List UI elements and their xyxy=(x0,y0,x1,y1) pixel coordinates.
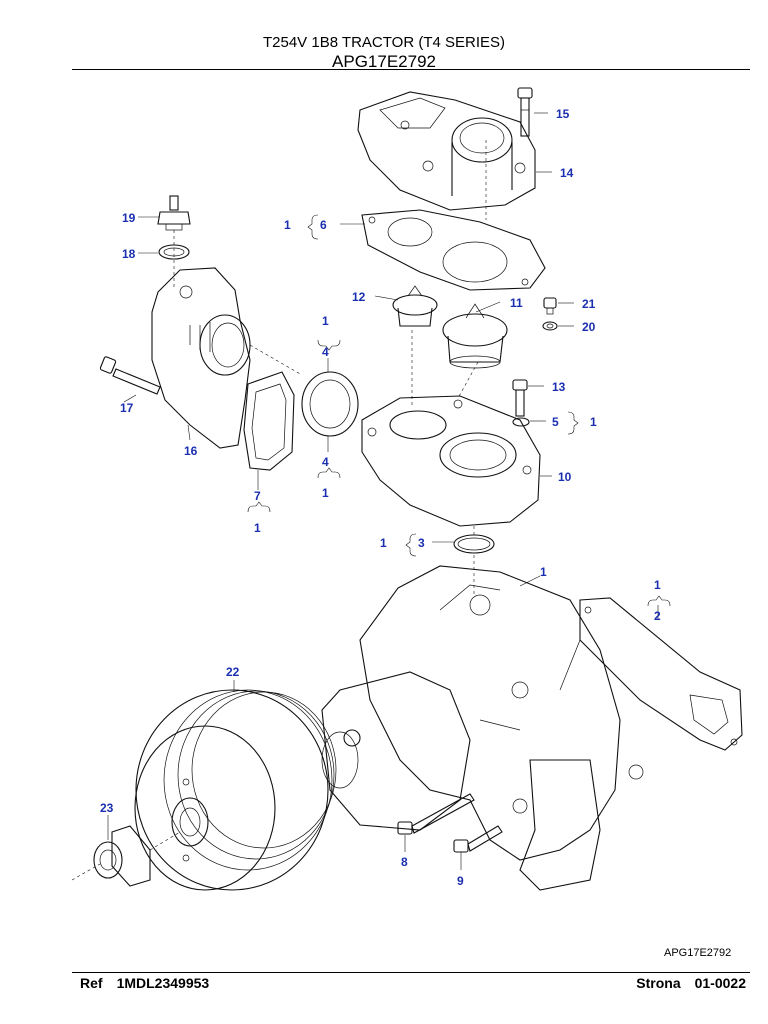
ref-label: Ref xyxy=(80,975,103,991)
thermostat-housing-10[interactable] xyxy=(361,395,541,527)
washer-5[interactable] xyxy=(512,417,530,427)
seal-ring-4[interactable] xyxy=(301,371,359,437)
ref-value: 1MDL2349953 xyxy=(116,975,210,991)
callout-10[interactable]: 10 xyxy=(558,470,572,484)
callout-19[interactable]: 19 xyxy=(122,211,136,225)
footer-ref: Ref 1MDL2349953 xyxy=(80,975,223,991)
footer-rule xyxy=(72,972,750,973)
bolt-17[interactable] xyxy=(99,356,161,395)
callout-3[interactable]: 3 xyxy=(418,536,425,550)
gasket-7[interactable] xyxy=(243,371,295,471)
thermostat-12[interactable] xyxy=(392,285,438,327)
callout-7[interactable]: 7 xyxy=(254,489,261,503)
callout-1-seal-top[interactable]: 1 xyxy=(322,314,329,328)
callout-14[interactable]: 14 xyxy=(560,166,574,180)
callout-21[interactable]: 21 xyxy=(582,297,596,311)
callout-1-gasket-6[interactable]: 1 xyxy=(284,218,291,232)
outlet-elbow-16[interactable] xyxy=(151,267,251,449)
callout-16[interactable]: 16 xyxy=(184,444,198,458)
callout-15[interactable]: 15 xyxy=(556,107,570,121)
hub-23[interactable] xyxy=(93,825,151,887)
header-rule xyxy=(72,69,750,70)
image-code: APG17E2792 xyxy=(664,947,732,959)
bolt-8[interactable] xyxy=(397,793,475,835)
gasket-6[interactable] xyxy=(361,209,546,291)
callout-12[interactable]: 12 xyxy=(352,290,366,304)
pulley-22[interactable] xyxy=(134,689,337,891)
bolt-9[interactable] xyxy=(453,825,503,853)
page-value: 01-0022 xyxy=(694,975,746,991)
callout-6[interactable]: 6 xyxy=(320,218,327,232)
callout-13[interactable]: 13 xyxy=(552,380,566,394)
callout-1-gasket-2[interactable]: 1 xyxy=(654,578,661,592)
thermostat-cover-14[interactable] xyxy=(357,91,536,211)
o-ring-3[interactable] xyxy=(453,534,495,554)
callout-17[interactable]: 17 xyxy=(120,401,134,415)
callout-1-pump[interactable]: 1 xyxy=(540,565,547,579)
callout-9[interactable]: 9 xyxy=(457,874,464,888)
page-title: T254V 1B8 TRACTOR (T4 SERIES) xyxy=(262,34,506,51)
thermostat-11[interactable] xyxy=(442,303,508,369)
bolt-15[interactable] xyxy=(517,87,533,137)
callout-11[interactable]: 11 xyxy=(510,296,523,310)
washer-20[interactable] xyxy=(542,321,558,331)
callout-18[interactable]: 18 xyxy=(122,247,136,261)
screw-21[interactable] xyxy=(543,297,557,315)
fitting-19[interactable] xyxy=(157,195,191,231)
diagram-code: APG17E2792 xyxy=(332,52,436,71)
callout-20[interactable]: 20 xyxy=(582,320,596,334)
callout-4-top[interactable]: 4 xyxy=(322,345,329,359)
callout-5[interactable]: 5 xyxy=(552,415,559,429)
callout-4-bottom[interactable]: 4 xyxy=(322,455,329,469)
callout-1-washer-5[interactable]: 1 xyxy=(590,415,597,429)
footer-page: Strona 01-0022 xyxy=(636,975,746,991)
callout-22[interactable]: 22 xyxy=(226,665,240,679)
water-pump-1[interactable] xyxy=(321,565,644,891)
page-label: Strona xyxy=(636,975,681,991)
callout-1-gasket-7[interactable]: 1 xyxy=(254,521,261,535)
callout-1-seal-bottom[interactable]: 1 xyxy=(322,486,329,500)
callout-2[interactable]: 2 xyxy=(654,609,661,623)
callout-8[interactable]: 8 xyxy=(401,855,408,869)
callout-1-oring-3[interactable]: 1 xyxy=(380,536,387,550)
gasket-2[interactable] xyxy=(579,597,743,751)
callout-23[interactable]: 23 xyxy=(100,801,114,815)
bolt-13[interactable] xyxy=(512,379,528,417)
